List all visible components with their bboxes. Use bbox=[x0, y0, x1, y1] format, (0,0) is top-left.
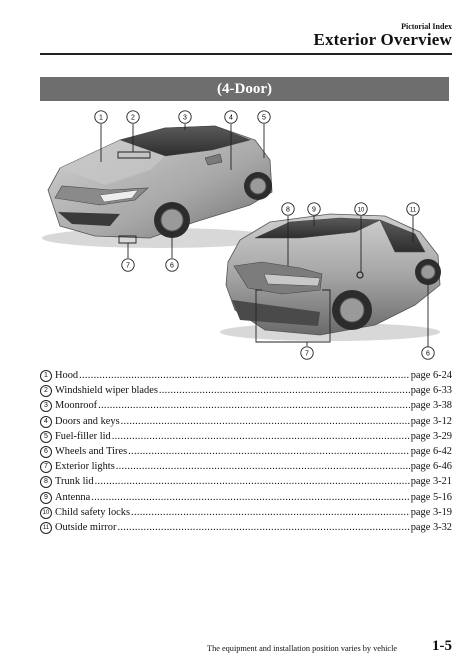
item-number: 8 bbox=[40, 476, 52, 489]
page-reference[interactable]: page 3-19 bbox=[410, 506, 452, 518]
callout-2: 2 bbox=[126, 110, 140, 124]
variant-banner: (4-Door) bbox=[40, 77, 449, 101]
svg-text:4: 4 bbox=[229, 115, 233, 122]
item-label: Exterior lights bbox=[55, 461, 115, 473]
page-reference[interactable]: page 6-33 bbox=[410, 385, 452, 397]
dot-leader bbox=[131, 505, 410, 520]
item-number: 7 bbox=[40, 461, 52, 474]
svg-text:6: 6 bbox=[426, 351, 430, 358]
callout-6-front: 6 bbox=[165, 258, 179, 272]
item-number: 1 bbox=[40, 370, 52, 382]
front-view-car bbox=[42, 125, 278, 248]
item-label: Trunk lid bbox=[55, 476, 94, 488]
item-number: 5 bbox=[40, 430, 52, 443]
callout-3: 3 bbox=[178, 110, 192, 124]
page-reference[interactable]: page 6-42 bbox=[410, 446, 452, 458]
item-label: Hood bbox=[55, 370, 79, 381]
callout-6-rear: 6 bbox=[421, 346, 435, 360]
page-reference[interactable]: page 6-46 bbox=[410, 461, 452, 473]
callout-7-rear: 7 bbox=[300, 346, 314, 360]
svg-text:2: 2 bbox=[131, 115, 135, 122]
callout-7-front: 7 bbox=[121, 258, 135, 272]
callout-10: 10 bbox=[354, 202, 368, 216]
svg-text:7: 7 bbox=[305, 351, 309, 358]
page-reference[interactable]: page 5-16 bbox=[410, 491, 452, 503]
page-reference[interactable]: page 3-12 bbox=[410, 415, 452, 427]
callout-11: 11 bbox=[406, 202, 420, 216]
dot-leader bbox=[98, 398, 410, 413]
dot-leader bbox=[116, 459, 410, 474]
item-label: Antenna bbox=[55, 491, 91, 503]
svg-text:3: 3 bbox=[183, 115, 187, 122]
item-label: Child safety locks bbox=[55, 506, 131, 518]
item-number: 2 bbox=[40, 385, 52, 398]
callout-5: 5 bbox=[257, 110, 271, 124]
dot-leader bbox=[95, 474, 410, 489]
callout-markers: 1 2 3 4 5 7 6 8 9 10 11 7 6 bbox=[94, 110, 435, 360]
dot-leader bbox=[128, 444, 410, 459]
item-number: 3 bbox=[40, 400, 52, 413]
svg-text:7: 7 bbox=[126, 263, 130, 270]
callout-1: 1 bbox=[94, 110, 108, 124]
page-reference[interactable]: page 3-38 bbox=[410, 400, 452, 412]
svg-text:5: 5 bbox=[262, 115, 266, 122]
item-label: Wheels and Tires bbox=[55, 446, 128, 458]
item-label: Fuel-filler lid bbox=[55, 430, 111, 442]
svg-text:11: 11 bbox=[410, 208, 417, 214]
page-number: 1-5 bbox=[432, 638, 452, 654]
item-label: Moonroof bbox=[55, 400, 98, 412]
section-label: Pictorial Index bbox=[401, 22, 452, 31]
item-number: 10 bbox=[40, 506, 52, 519]
leader-lines bbox=[100, 124, 429, 347]
item-number: 11 bbox=[40, 522, 52, 535]
item-label: Doors and keys bbox=[55, 415, 120, 427]
dot-leader bbox=[159, 383, 410, 398]
svg-text:8: 8 bbox=[286, 207, 290, 214]
header-rule bbox=[40, 53, 452, 55]
footer-note: The equipment and installation position … bbox=[207, 644, 398, 653]
page-reference[interactable]: page 6-24 bbox=[410, 370, 452, 381]
dot-leader bbox=[121, 414, 410, 429]
dot-leader bbox=[117, 520, 409, 535]
dot-leader bbox=[91, 490, 410, 505]
item-label: Windshield wiper blades bbox=[55, 385, 158, 397]
dot-leader bbox=[79, 368, 410, 383]
svg-text:1: 1 bbox=[99, 115, 103, 122]
page-reference[interactable]: page 3-29 bbox=[410, 430, 452, 442]
svg-text:9: 9 bbox=[312, 207, 316, 214]
svg-text:10: 10 bbox=[358, 208, 365, 214]
callout-4: 4 bbox=[224, 110, 238, 124]
vehicle-illustration: 1 2 3 4 5 7 6 8 9 10 11 7 6 bbox=[42, 110, 441, 360]
dot-leader bbox=[112, 429, 410, 444]
svg-text:6: 6 bbox=[170, 263, 174, 270]
item-number: 4 bbox=[40, 415, 52, 428]
page-reference[interactable]: page 3-32 bbox=[410, 522, 452, 534]
rear-view-car bbox=[220, 213, 441, 341]
item-number: 6 bbox=[40, 446, 52, 459]
item-label: Outside mirror bbox=[55, 522, 117, 534]
callout-9: 9 bbox=[307, 202, 321, 216]
item-number: 9 bbox=[40, 491, 52, 504]
page-reference[interactable]: page 3-21 bbox=[410, 476, 452, 488]
callout-8: 8 bbox=[281, 202, 295, 216]
page-title: Exterior Overview bbox=[313, 30, 452, 49]
